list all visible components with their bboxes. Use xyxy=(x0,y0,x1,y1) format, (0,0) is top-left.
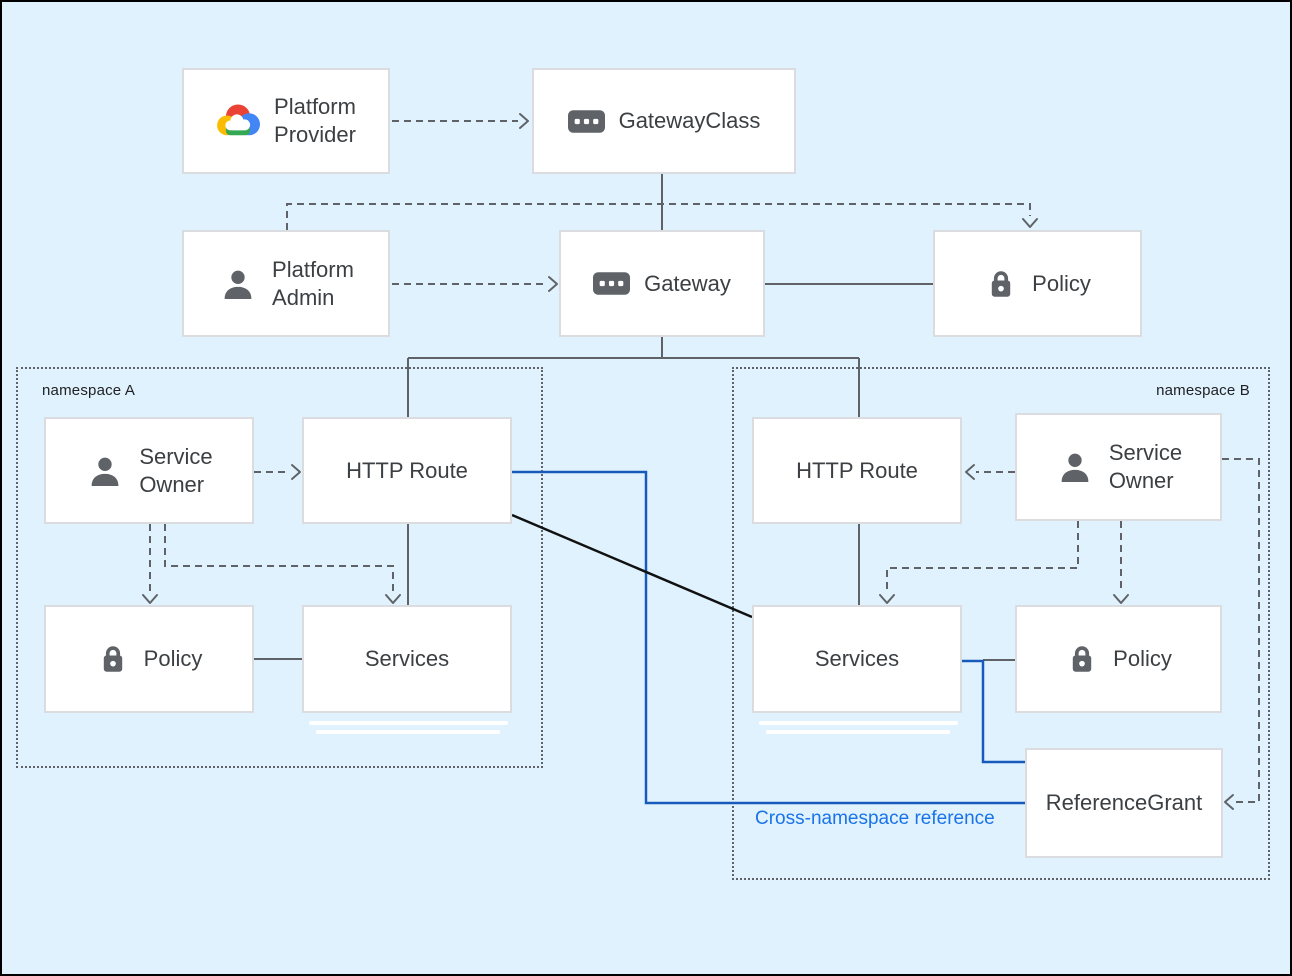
node-label: Service Owner xyxy=(1108,440,1183,493)
person-icon xyxy=(218,264,258,304)
node-label: Service Owner xyxy=(139,443,213,497)
node-service-owner-b: Service Owner xyxy=(1015,413,1222,521)
services-stack-layer xyxy=(759,721,958,725)
lock-icon xyxy=(984,267,1018,301)
node-label: HTTP Route xyxy=(346,457,468,483)
node-label: Platform Provider xyxy=(274,94,356,147)
node-policy-a: Policy xyxy=(44,605,254,713)
arrowhead xyxy=(291,464,301,480)
cross-namespace-reference-label: Cross-namespace reference xyxy=(755,808,995,829)
services-stack-layer xyxy=(309,721,508,725)
edge-httproute-a-referencegrant-blue xyxy=(512,470,1025,805)
node-label: ReferenceGrant xyxy=(1045,790,1203,816)
person-icon xyxy=(1055,447,1095,487)
namespace-a-label: namespace A xyxy=(42,382,136,399)
arrowhead xyxy=(548,276,558,292)
namespace-a-container: namespace A xyxy=(16,367,543,768)
node-services-a: Services xyxy=(302,605,512,713)
node-label: Policy xyxy=(1113,646,1172,672)
node-label: GatewayClass xyxy=(618,108,761,134)
node-policy-top: Policy xyxy=(933,230,1142,337)
person-icon xyxy=(85,451,125,491)
edge-services-b-referencegrant-blue xyxy=(962,659,1025,764)
node-label: Platform Admin xyxy=(272,256,354,310)
namespace-b-label: namespace B xyxy=(1156,382,1250,399)
services-stack-layer xyxy=(766,730,950,734)
node-gatewayclass: GatewayClass xyxy=(532,68,796,174)
node-services-b: Services xyxy=(752,605,962,713)
node-label: HTTP Route xyxy=(796,457,918,483)
arrowhead xyxy=(1224,794,1234,810)
lock-icon xyxy=(1065,642,1099,676)
node-service-owner-a: Service Owner xyxy=(44,417,254,524)
lock-icon xyxy=(96,642,130,676)
arrowhead xyxy=(385,594,401,604)
node-label: Policy xyxy=(143,646,203,672)
node-label: Services xyxy=(814,646,900,672)
node-reference-grant: ReferenceGrant xyxy=(1025,748,1223,858)
arrowhead xyxy=(965,464,975,480)
arrowhead xyxy=(142,594,158,604)
arrowhead xyxy=(1022,218,1038,228)
node-label: Services xyxy=(364,646,450,672)
edge-gateway-tree xyxy=(407,337,860,417)
services-stack-layer xyxy=(316,730,500,734)
edge-httproute-a-services-b-black xyxy=(511,513,753,619)
google-cloud-logo-icon xyxy=(216,103,261,139)
resource-badge-icon xyxy=(593,272,631,295)
node-gateway: Gateway xyxy=(559,230,765,337)
arrowhead xyxy=(879,594,895,604)
node-policy-b: Policy xyxy=(1015,605,1222,713)
edge-so-b-services-b xyxy=(886,521,1079,592)
resource-badge-icon xyxy=(567,109,605,133)
edge-admin-policy xyxy=(286,203,1031,230)
edge-so-b-referencegrant xyxy=(1222,458,1260,803)
arrowhead xyxy=(519,113,529,129)
node-platform-provider: Platform Provider xyxy=(182,68,390,174)
namespace-b-container: namespace B xyxy=(732,367,1270,880)
node-http-route-b: HTTP Route xyxy=(752,417,962,524)
node-http-route-a: HTTP Route xyxy=(302,417,512,524)
node-label: Gateway xyxy=(644,270,731,296)
node-platform-admin: Platform Admin xyxy=(182,230,390,337)
arrowhead xyxy=(1113,594,1129,604)
node-label: Policy xyxy=(1032,270,1091,296)
edge-so-a-services-a xyxy=(164,524,394,592)
